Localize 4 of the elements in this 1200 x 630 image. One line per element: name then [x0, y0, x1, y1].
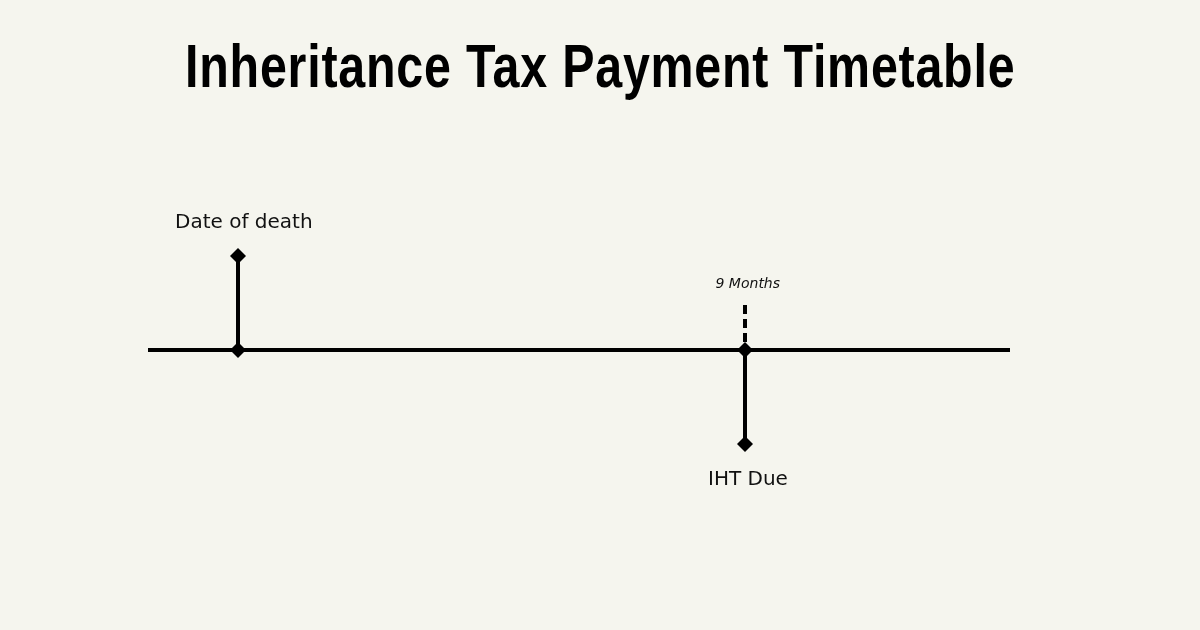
duration-label: 9 Months: [715, 275, 781, 291]
title: Inheritance Tax Payment Timetable: [184, 30, 1016, 101]
event-label: IHT Due: [708, 466, 788, 490]
event-label: Date of death: [175, 209, 313, 233]
